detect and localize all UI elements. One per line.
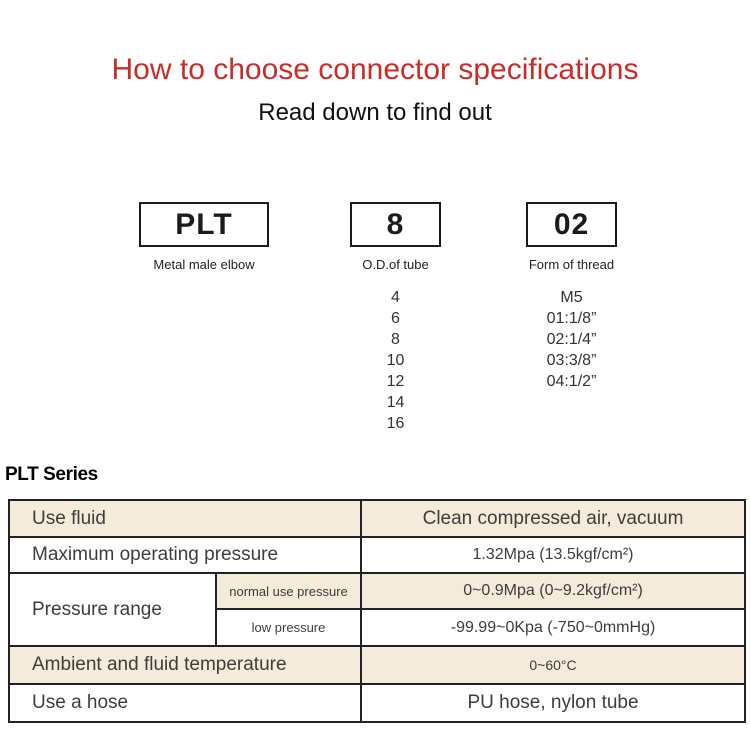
normal-use-pressure-label: normal use pressure: [214, 572, 363, 610]
tube-size-option: 6: [391, 310, 400, 327]
spec-column-thread: 02 Form of thread M5 01:1/8” 02:1/4” 03:…: [526, 202, 617, 392]
tube-code-box: 8: [350, 202, 441, 247]
thread-form-option: M5: [560, 289, 583, 306]
row-pressure-range-low: low pressure -99.99~0Kpa (-750~0mmHg): [9, 608, 747, 647]
thread-form-option: 01:1/8”: [546, 310, 597, 327]
tube-code-label: O.D.of tube: [362, 257, 429, 272]
tube-size-option: 12: [386, 373, 405, 390]
page-subtitle: Read down to find out: [258, 99, 492, 126]
thread-code-box: 02: [526, 202, 617, 247]
model-code-box: PLT: [139, 202, 269, 247]
pressure-range-label: Pressure range: [8, 572, 217, 647]
tube-size-option: 8: [391, 331, 400, 348]
spec-column-tube: 8 O.D.of tube 4 6 8 10 12 14 16: [350, 202, 441, 434]
page-title: How to choose connector specifications: [111, 53, 639, 86]
spec-table: Use fluid Clean compressed air, vacuum M…: [7, 499, 747, 723]
thread-code: 02: [553, 207, 590, 241]
normal-use-pressure-value: 0~0.9Mpa (0~9.2kgf/cm²): [360, 572, 747, 610]
tube-size-options: 4 6 8 10 12 14 16: [387, 287, 405, 434]
spec-column-model: PLT Metal male elbow: [139, 202, 269, 272]
temperature-label: Ambient and fluid temperature: [7, 645, 363, 685]
hose-value: PU hose, nylon tube: [360, 683, 747, 723]
hose-label: Use a hose: [7, 683, 363, 723]
row-max-pressure: Maximum operating pressure 1.32Mpa (13.5…: [7, 536, 747, 574]
low-pressure-value: -99.99~0Kpa (-750~0mmHg): [360, 608, 747, 647]
low-pressure-label: low pressure: [214, 608, 363, 647]
model-code: PLT: [175, 207, 233, 241]
series-heading: PLT Series: [5, 464, 98, 485]
row-hose: Use a hose PU hose, nylon tube: [7, 683, 747, 723]
temperature-value: 0~60°C: [360, 645, 747, 685]
thread-form-option: 03:3/8”: [546, 352, 597, 369]
thread-code-label: Form of thread: [528, 257, 615, 272]
row-pressure-range-normal: Pressure range normal use pressure 0~0.9…: [8, 572, 747, 647]
thread-form-options: M5 01:1/8” 02:1/4” 03:3/8” 04:1/2”: [547, 287, 597, 392]
use-fluid-value: Clean compressed air, vacuum: [360, 499, 747, 538]
model-code-label: Metal male elbow: [153, 257, 255, 272]
row-use-fluid: Use fluid Clean compressed air, vacuum: [7, 499, 747, 538]
tube-size-option: 10: [386, 352, 405, 369]
row-temperature: Ambient and fluid temperature 0~60°C: [7, 645, 747, 685]
tube-code: 8: [386, 207, 405, 241]
max-pressure-value: 1.32Mpa (13.5kgf/cm²): [360, 536, 747, 574]
max-pressure-label: Maximum operating pressure: [7, 536, 363, 574]
use-fluid-label: Use fluid: [7, 499, 363, 538]
tube-size-option: 16: [386, 415, 405, 432]
thread-form-option: 02:1/4”: [546, 331, 597, 348]
tube-size-option: 4: [391, 289, 400, 306]
tube-size-option: 14: [386, 394, 405, 411]
thread-form-option: 04:1/2”: [546, 373, 597, 390]
